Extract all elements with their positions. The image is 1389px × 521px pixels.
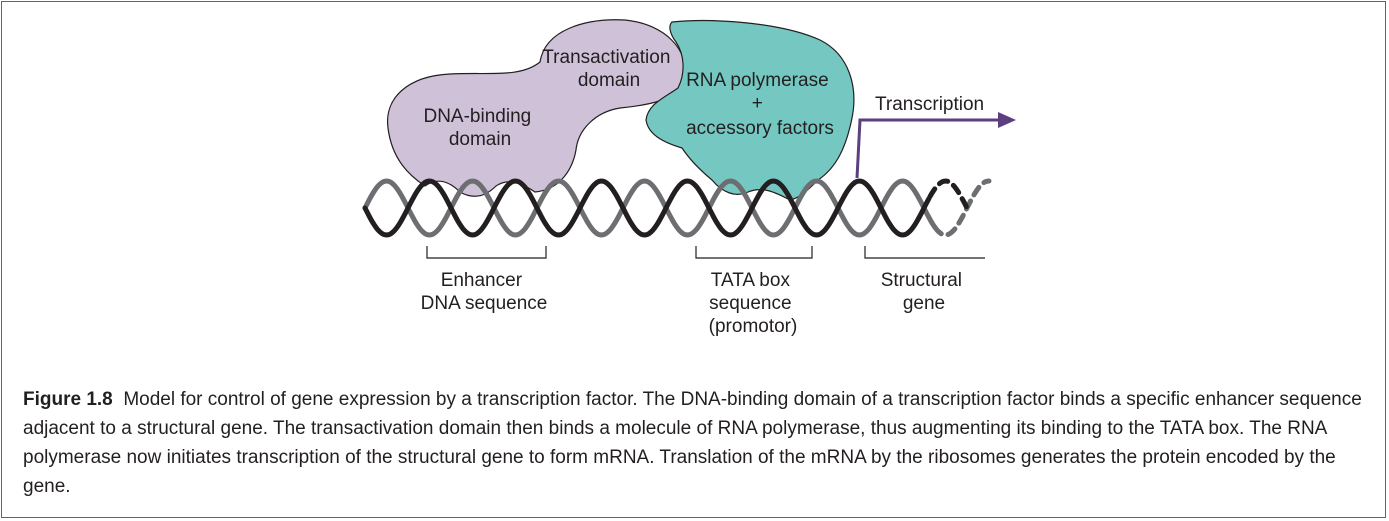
tata-box-bracket bbox=[695, 246, 813, 259]
dna-strand-dark bbox=[362, 178, 932, 238]
transcription-label: Transcription bbox=[875, 94, 984, 115]
dna-strand-gray bbox=[362, 178, 938, 238]
enhancer-label: Enhancer DNA sequence bbox=[421, 270, 548, 314]
tata-box-label: TATA box sequence (promotor) bbox=[709, 270, 798, 337]
rna-polymerase-label: RNA polymerase + accessory factors bbox=[686, 70, 834, 139]
dna-strand-dark-dashed bbox=[927, 178, 971, 213]
structural-gene-label: Structural gene bbox=[881, 270, 968, 314]
dna-double-helix bbox=[362, 178, 992, 238]
enhancer-bracket bbox=[426, 246, 547, 259]
figure-label: Figure 1.8 bbox=[23, 389, 113, 410]
gene-expression-diagram: Transactivation domain DNA-binding domai… bbox=[362, 19, 1016, 337]
figure-caption: Figure 1.8 Model for control of gene exp… bbox=[23, 385, 1373, 501]
transactivation-domain-label: Transactivation domain bbox=[542, 47, 675, 91]
rna-polymerase-shape bbox=[645, 19, 855, 201]
caption-text: Model for control of gene expression by … bbox=[23, 389, 1362, 497]
transcription-arrow bbox=[855, 112, 1016, 179]
structural-gene-bracket bbox=[864, 246, 985, 259]
dna-binding-domain-label: DNA-binding domain bbox=[423, 106, 536, 150]
dna-strand-gray-dashed bbox=[932, 178, 992, 238]
